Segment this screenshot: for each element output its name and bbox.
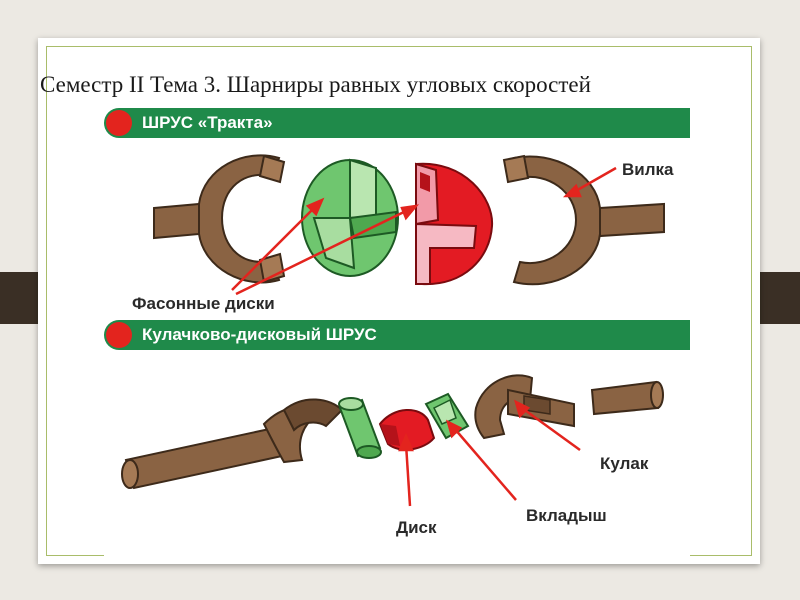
left-shaft-illustration <box>121 398 344 490</box>
right-shaft-illustration <box>590 380 664 416</box>
callout-disc: Диск <box>396 518 437 537</box>
section-heading: ШРУС «Тракта» <box>142 113 273 132</box>
green-disc-illustration <box>301 158 399 277</box>
callout-cam: Кулак <box>600 454 649 473</box>
joint-illustration <box>121 154 665 507</box>
right-yoke-illustration <box>474 374 575 440</box>
section-bullet <box>106 322 132 348</box>
section-bar-cam-disc: Кулачково-дисковый ШРУС <box>104 320 690 350</box>
red-disc-illustration <box>414 162 494 286</box>
red-disc-bottom-illustration <box>378 408 436 451</box>
green-cam-left-illustration <box>338 397 382 459</box>
callout-fork: Вилка <box>622 160 674 179</box>
callout-insert: Вкладыш <box>526 506 607 525</box>
slide-title: Семестр II Тема 3. Шарниры равных угловы… <box>40 72 591 97</box>
left-fork-illustration <box>153 154 286 284</box>
section-heading: Кулачково-дисковый ШРУС <box>142 325 377 344</box>
callout-shaped-discs: Фасонные диски <box>132 294 275 313</box>
section-bullet <box>106 110 132 136</box>
bottom-callout-arrows <box>398 399 581 507</box>
top-callout-arrows <box>231 166 617 296</box>
section-bar-tracta: ШРУС «Тракта» <box>104 108 690 138</box>
joint-figure: ШРУС «Тракта» Кулачково-дисковый ШРУС Ви… <box>104 108 690 556</box>
